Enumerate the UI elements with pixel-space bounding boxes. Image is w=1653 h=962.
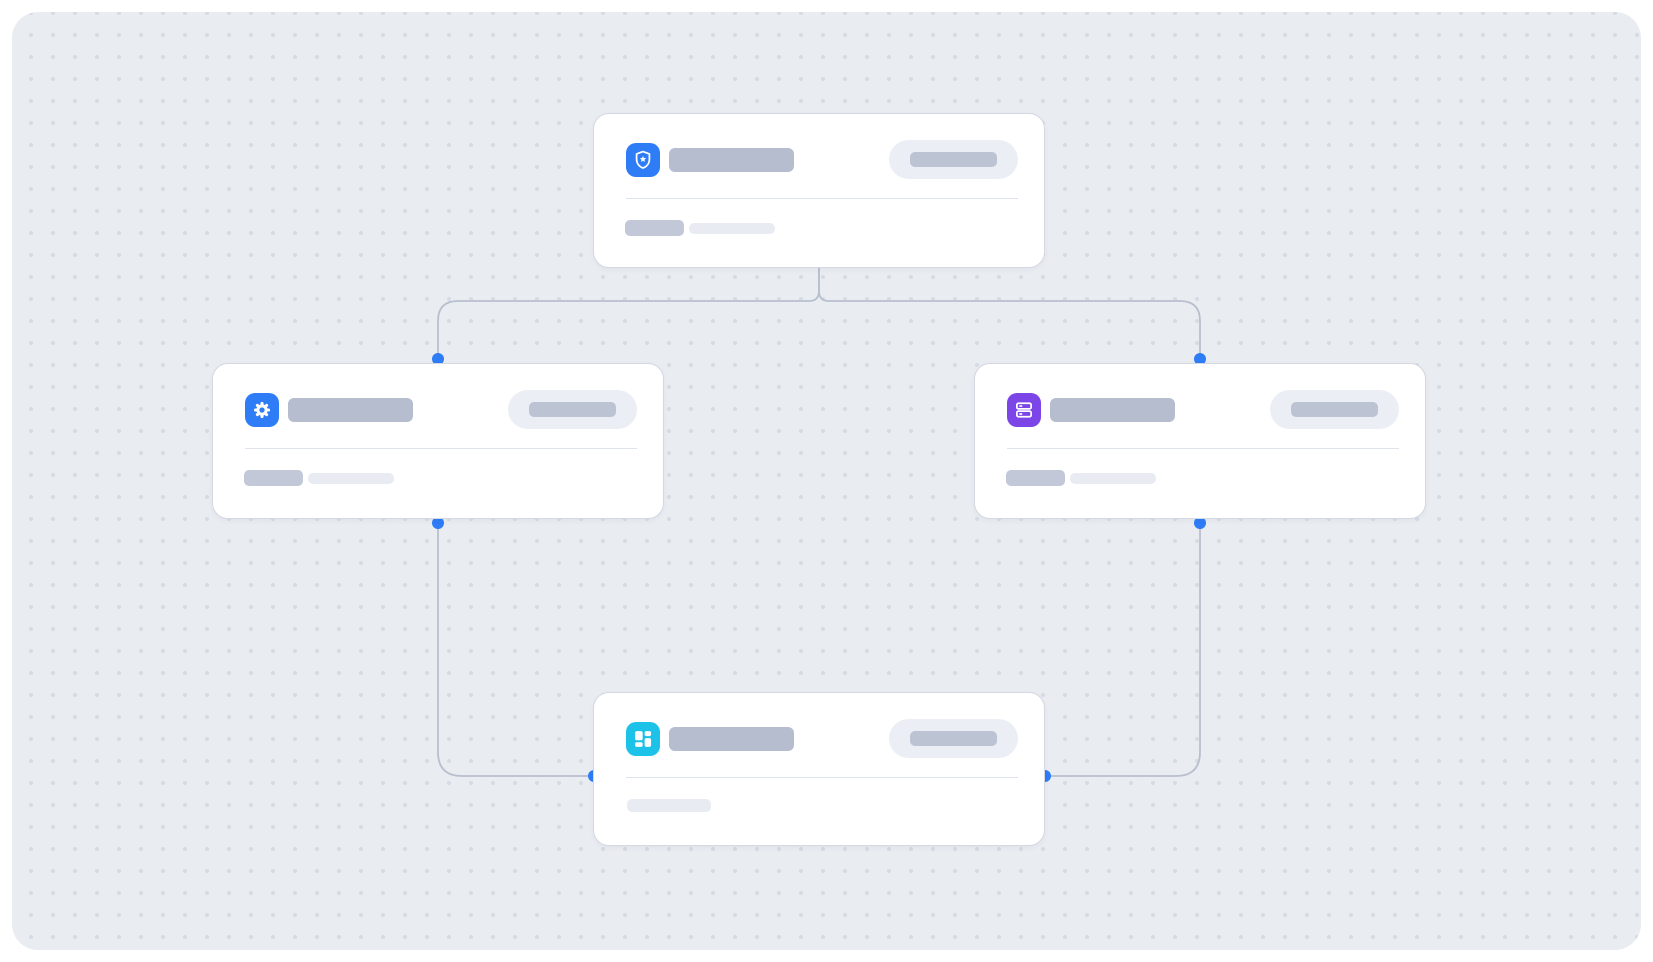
node-header (626, 719, 1018, 758)
node-body-skeleton (1006, 470, 1156, 486)
node-button-placeholder[interactable] (1270, 390, 1399, 429)
node-button-placeholder[interactable] (889, 719, 1018, 758)
node-header (626, 140, 1018, 179)
node-divider (1007, 448, 1399, 449)
button-label-placeholder (529, 402, 616, 417)
node-button-placeholder[interactable] (508, 390, 637, 429)
gear-icon (245, 392, 279, 427)
node-card-server[interactable] (974, 363, 1426, 519)
node-card-shield[interactable] (593, 113, 1045, 268)
button-label-placeholder (1291, 402, 1378, 417)
node-divider (626, 777, 1018, 778)
body-bar-placeholder (625, 220, 684, 236)
node-body-skeleton (625, 220, 775, 236)
server-icon (1007, 392, 1041, 427)
node-divider (626, 198, 1018, 199)
node-button-placeholder[interactable] (889, 140, 1018, 179)
node-divider (245, 448, 637, 449)
shield-star-icon (626, 142, 660, 177)
body-bar-placeholder (308, 472, 394, 484)
dashboard-icon (626, 721, 660, 756)
button-label-placeholder (910, 731, 997, 746)
body-bar-placeholder (1006, 470, 1065, 486)
node-body-skeleton (627, 797, 711, 813)
node-card-dashboard[interactable] (593, 692, 1045, 846)
node-title-placeholder (1050, 397, 1175, 422)
body-bar-placeholder (627, 798, 711, 812)
body-bar-placeholder (1070, 472, 1156, 484)
node-title-placeholder (669, 726, 794, 751)
node-header (1007, 390, 1399, 429)
node-header (245, 390, 637, 429)
body-bar-placeholder (244, 470, 303, 486)
node-title-placeholder (669, 147, 794, 172)
node-card-gear[interactable] (212, 363, 664, 519)
node-title-placeholder (288, 397, 413, 422)
node-body-skeleton (244, 470, 394, 486)
button-label-placeholder (910, 152, 997, 167)
body-bar-placeholder (689, 222, 775, 234)
